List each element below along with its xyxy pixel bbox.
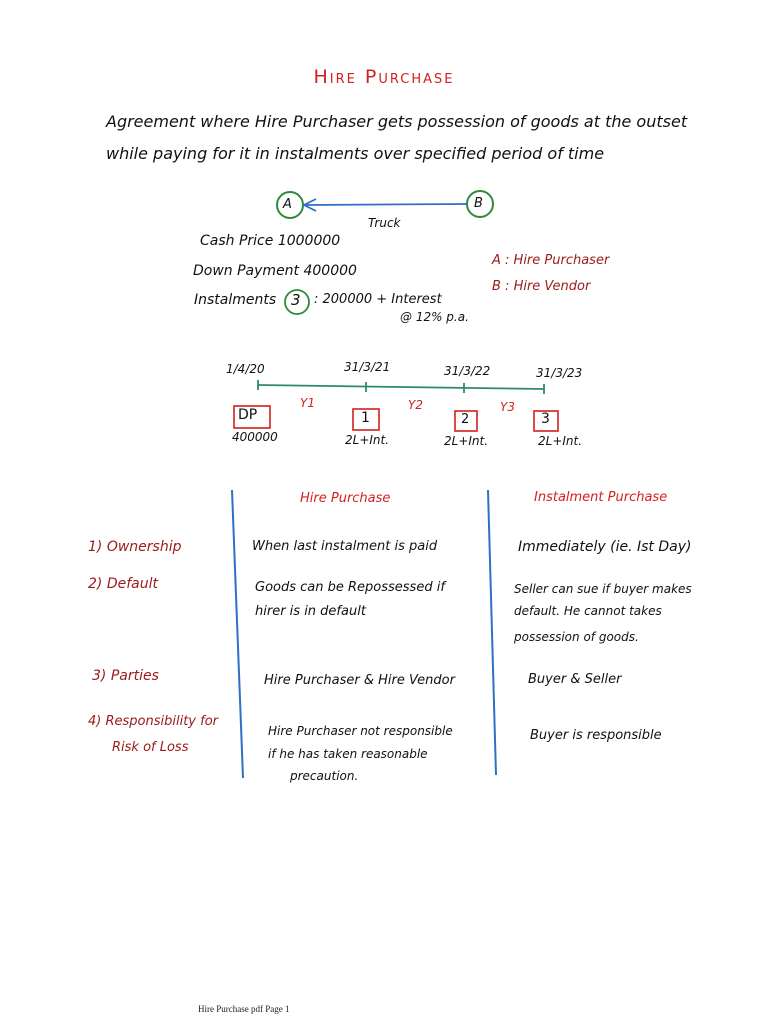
column-divider-right <box>487 489 497 776</box>
row2-hire-line2: hirer is in default <box>255 604 366 619</box>
header-hire-purchase: Hire Purchase <box>300 491 391 506</box>
row2-instalment-line1: Seller can sue if buyer makes <box>514 582 692 596</box>
page-footer: Hire Purchase pdf Page 1 <box>198 1004 290 1014</box>
row2-instalment-line2: default. He cannot takes <box>514 604 662 618</box>
amount-dp: 400000 <box>232 430 278 444</box>
legend-b: B : Hire Vendor <box>492 279 591 294</box>
row-label-default: 2) Default <box>88 576 158 592</box>
row-label-risk-of-loss: Risk of Loss <box>112 740 189 755</box>
transfer-arrow-line <box>305 203 468 206</box>
period-y2: Y2 <box>408 398 423 412</box>
row4-hire-line2: if he has taken reasonable <box>268 747 428 761</box>
edge-label-truck: Truck <box>368 216 401 230</box>
definition-line-2: while paying for it in instalments over … <box>106 144 605 163</box>
cash-price: Cash Price 1000000 <box>200 233 341 249</box>
node-a-label: A <box>283 197 292 212</box>
instalments-label: Instalments <box>194 292 277 308</box>
header-instalment-purchase: Instalment Purchase <box>534 490 668 505</box>
interest-rate: @ 12% p.a. <box>400 310 469 324</box>
row4-hire-line1: Hire Purchaser not responsible <box>268 724 453 738</box>
row4-instalment: Buyer is responsible <box>530 728 662 743</box>
column-divider-left <box>231 489 244 779</box>
timeline-axis <box>257 384 545 390</box>
row1-hire: When last instalment is paid <box>252 539 438 554</box>
row-label-responsibility: 4) Responsibility for <box>88 714 218 729</box>
instalment-count-circle <box>284 289 310 315</box>
period-y1: Y1 <box>300 396 315 410</box>
node-b-label: B <box>474 196 483 211</box>
timeline-date-1: 1/4/20 <box>226 362 265 376</box>
dp-box <box>233 405 271 429</box>
timeline-date-3: 31/3/22 <box>444 364 491 378</box>
box-dp-label: DP <box>238 407 258 423</box>
amount-3: 2L+Int. <box>538 434 583 448</box>
legend-a: A : Hire Purchaser <box>492 253 610 268</box>
row-label-ownership: 1) Ownership <box>88 539 182 555</box>
row2-instalment-line3: possession of goods. <box>514 630 639 644</box>
timeline-date-4: 31/3/23 <box>536 366 583 380</box>
row3-instalment: Buyer & Seller <box>528 672 622 687</box>
instalment-box-1 <box>352 408 380 431</box>
instalment-box-2 <box>454 410 478 432</box>
row3-hire: Hire Purchaser & Hire Vendor <box>264 673 455 688</box>
amount-2: 2L+Int. <box>444 434 489 448</box>
row4-hire-line3: precaution. <box>290 769 359 783</box>
box-3-label: 3 <box>541 411 550 427</box>
definition-line-1: Agreement where Hire Purchaser gets poss… <box>106 112 688 131</box>
instalments-amount: : 200000 + Interest <box>314 292 442 307</box>
transfer-arrowhead <box>301 198 317 212</box>
box-2-label: 2 <box>461 412 470 427</box>
period-y3: Y3 <box>500 400 515 414</box>
row2-hire-line1: Goods can be Repossessed if <box>255 580 445 595</box>
row1-instalment: Immediately (ie. Ist Day) <box>518 539 692 555</box>
instalment-box-3 <box>533 410 559 432</box>
amount-1: 2L+Int. <box>345 433 390 447</box>
timeline-date-2: 31/3/21 <box>344 360 391 374</box>
box-1-label: 1 <box>361 410 370 426</box>
page-title: Hire Purchase <box>313 66 455 88</box>
down-payment: Down Payment 400000 <box>193 263 357 279</box>
instalments-count: 3 <box>291 291 301 309</box>
row-label-parties: 3) Parties <box>92 668 159 684</box>
